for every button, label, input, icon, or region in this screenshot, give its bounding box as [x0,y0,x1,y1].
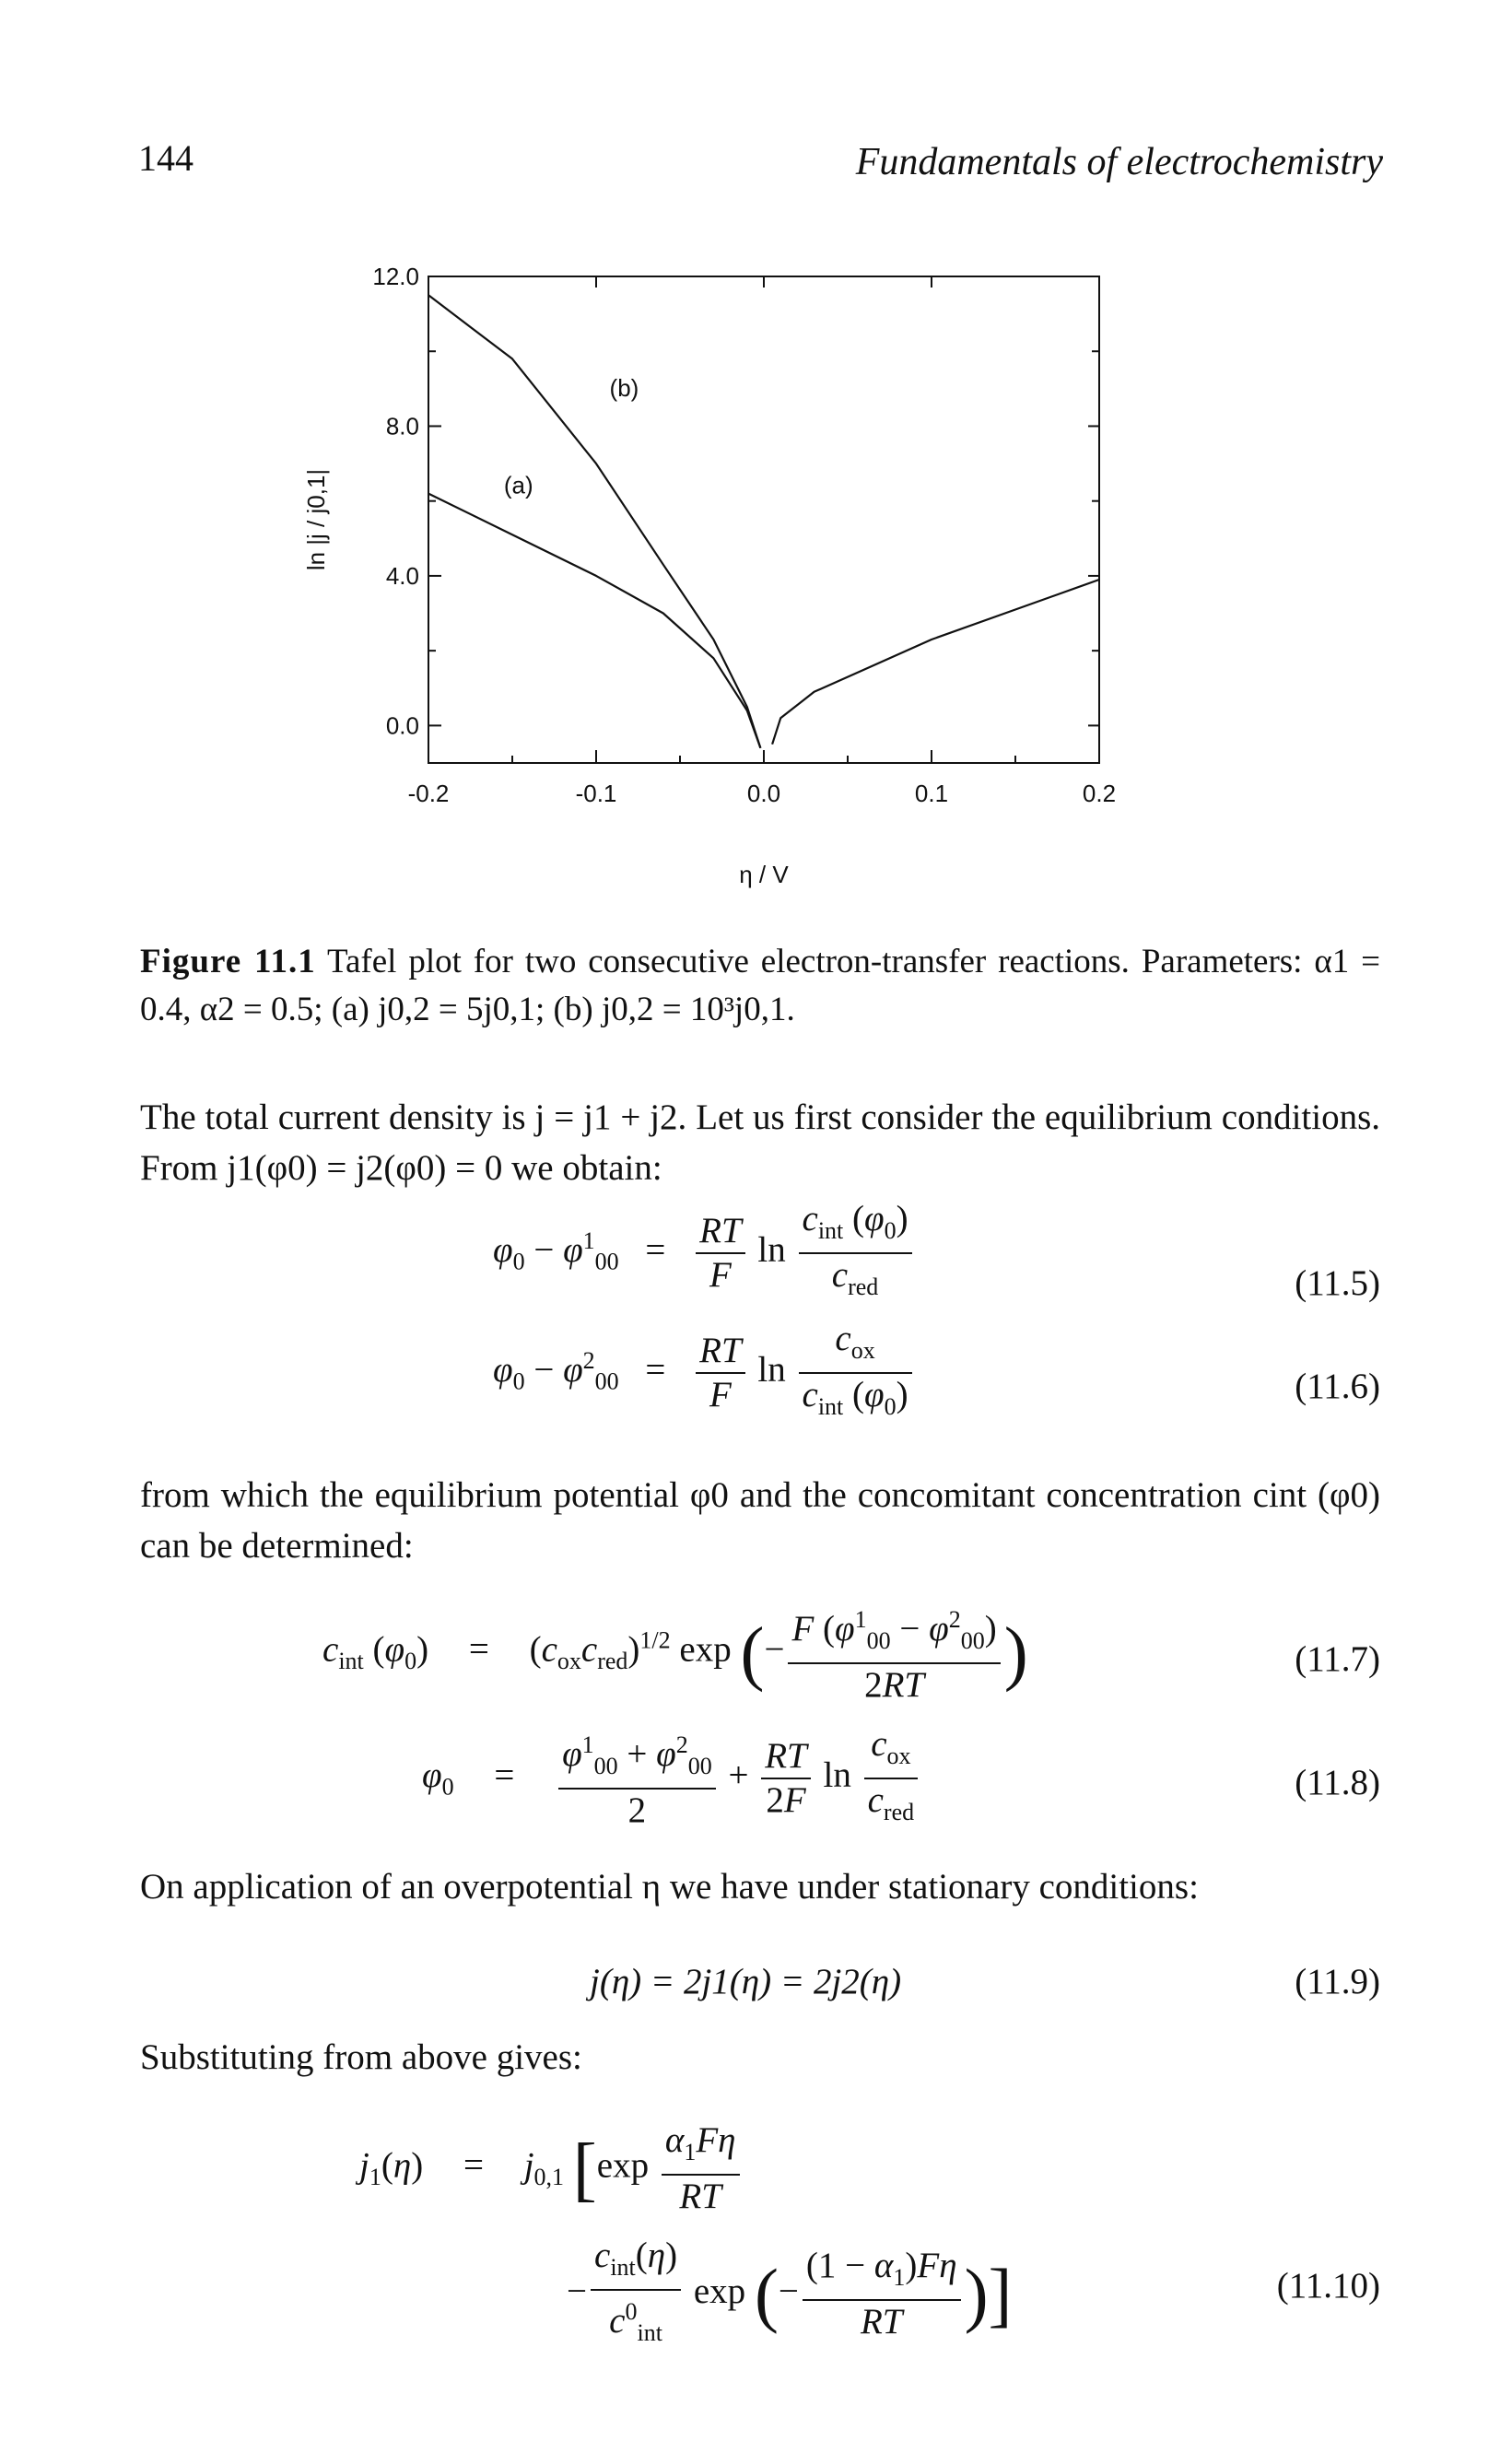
equation-11-9: j(η) = 2j1(η) = 2j2(η) [590,1962,902,2001]
tafel-plot: -0.2 -0.1 0.0 0.1 0.2 0.0 4.0 8.0 12.0 η / V ln |j… [302,263,1116,888]
y-tick-label: 0.0 [386,711,419,739]
caption-text: Tafel plot for two consecutive electron-… [140,943,1381,1028]
equation-11-7: cint (φ0) = (coxcred)1/2 exp (−F (φ100 −… [322,1599,1028,1707]
plot-lines [428,294,1100,749]
series-line-1 [428,492,762,749]
eqnum-11-6: (11.6) [1295,1367,1380,1406]
y-axis-label: ln |j / j0,1| [302,469,330,570]
page-number: 144 [138,137,193,179]
series-line-2 [428,294,762,749]
eqnum-11-9: (11.9) [1295,1962,1380,2001]
x-tick-label: 0.1 [915,780,948,807]
y-tick-label: 12.0 [372,263,419,290]
series-label: (a) [504,472,533,499]
paragraph-2: from which the equilibrium potential φ0 … [140,1475,1380,1566]
plot-ticks [428,276,1100,763]
x-tick-label: 0.0 [747,780,780,807]
y-tick-label: 8.0 [386,412,419,440]
figure-caption: Figure 11.1 Tafel plot for two consecuti… [140,938,1380,1034]
x-tick-label: -0.1 [576,780,617,807]
plot-axes [428,276,1100,764]
paragraph-1: The total current density is j = j1 + j2… [140,1097,1380,1188]
eqnum-11-7: (11.7) [1295,1639,1380,1679]
plot-frame [428,276,1100,764]
x-axis-label: η / V [739,861,789,888]
x-tick-label: 0.2 [1083,780,1116,807]
running-title: Fundamentals of electrochemistry [855,141,1383,183]
x-tick-label: -0.2 [408,780,450,807]
y-tick-label: 4.0 [386,562,419,590]
series-line-3 [771,578,1100,745]
paragraph-4: Substituting from above gives: [140,2037,582,2077]
caption-label: Figure 11.1 [140,943,316,980]
plot-labels: -0.2 -0.1 0.0 0.1 0.2 0.0 4.0 8.0 12.0 η / V ln |j… [302,263,1116,888]
eqnum-11-10: (11.10) [1276,2266,1380,2306]
paragraph-3: On application of an overpotential η we … [140,1867,1199,1907]
eqnum-11-8: (11.8) [1295,1763,1380,1802]
eqnum-11-5: (11.5) [1295,1263,1380,1303]
series-label: (b) [610,374,639,402]
